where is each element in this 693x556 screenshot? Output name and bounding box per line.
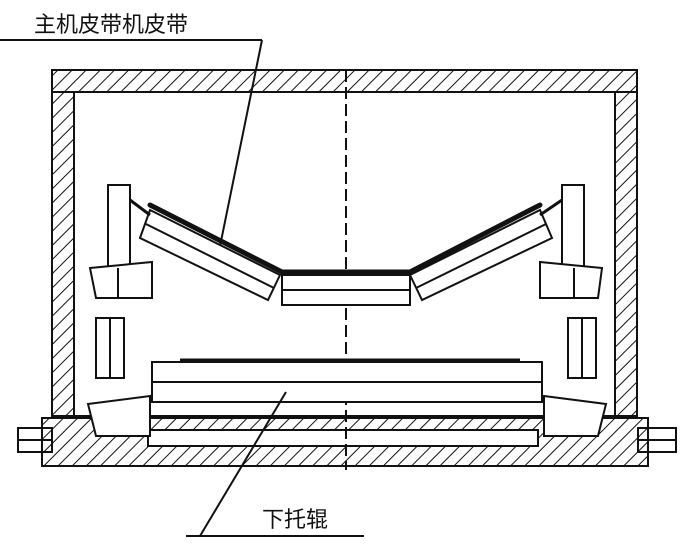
base-slot	[147, 429, 539, 447]
upper-right-bracket	[539, 184, 604, 299]
housing-top-wall	[51, 69, 638, 93]
lower-return-roller	[151, 358, 543, 403]
lower-left-support	[86, 317, 151, 437]
label-return-roller-leader	[199, 391, 287, 537]
lower-right-support	[543, 317, 608, 437]
housing-left-wall	[51, 91, 75, 417]
label-main-belt: 主机皮带机皮带	[34, 13, 188, 38]
housing-right-wall	[614, 91, 638, 417]
upper-right-roller	[408, 208, 554, 302]
label-return-roller: 下托辊	[262, 508, 328, 533]
upper-left-roller	[138, 208, 282, 302]
upper-left-bracket	[88, 184, 153, 299]
upper-center-roller	[281, 274, 411, 306]
main-belt	[147, 202, 543, 275]
housing-inner-outline	[73, 91, 616, 417]
